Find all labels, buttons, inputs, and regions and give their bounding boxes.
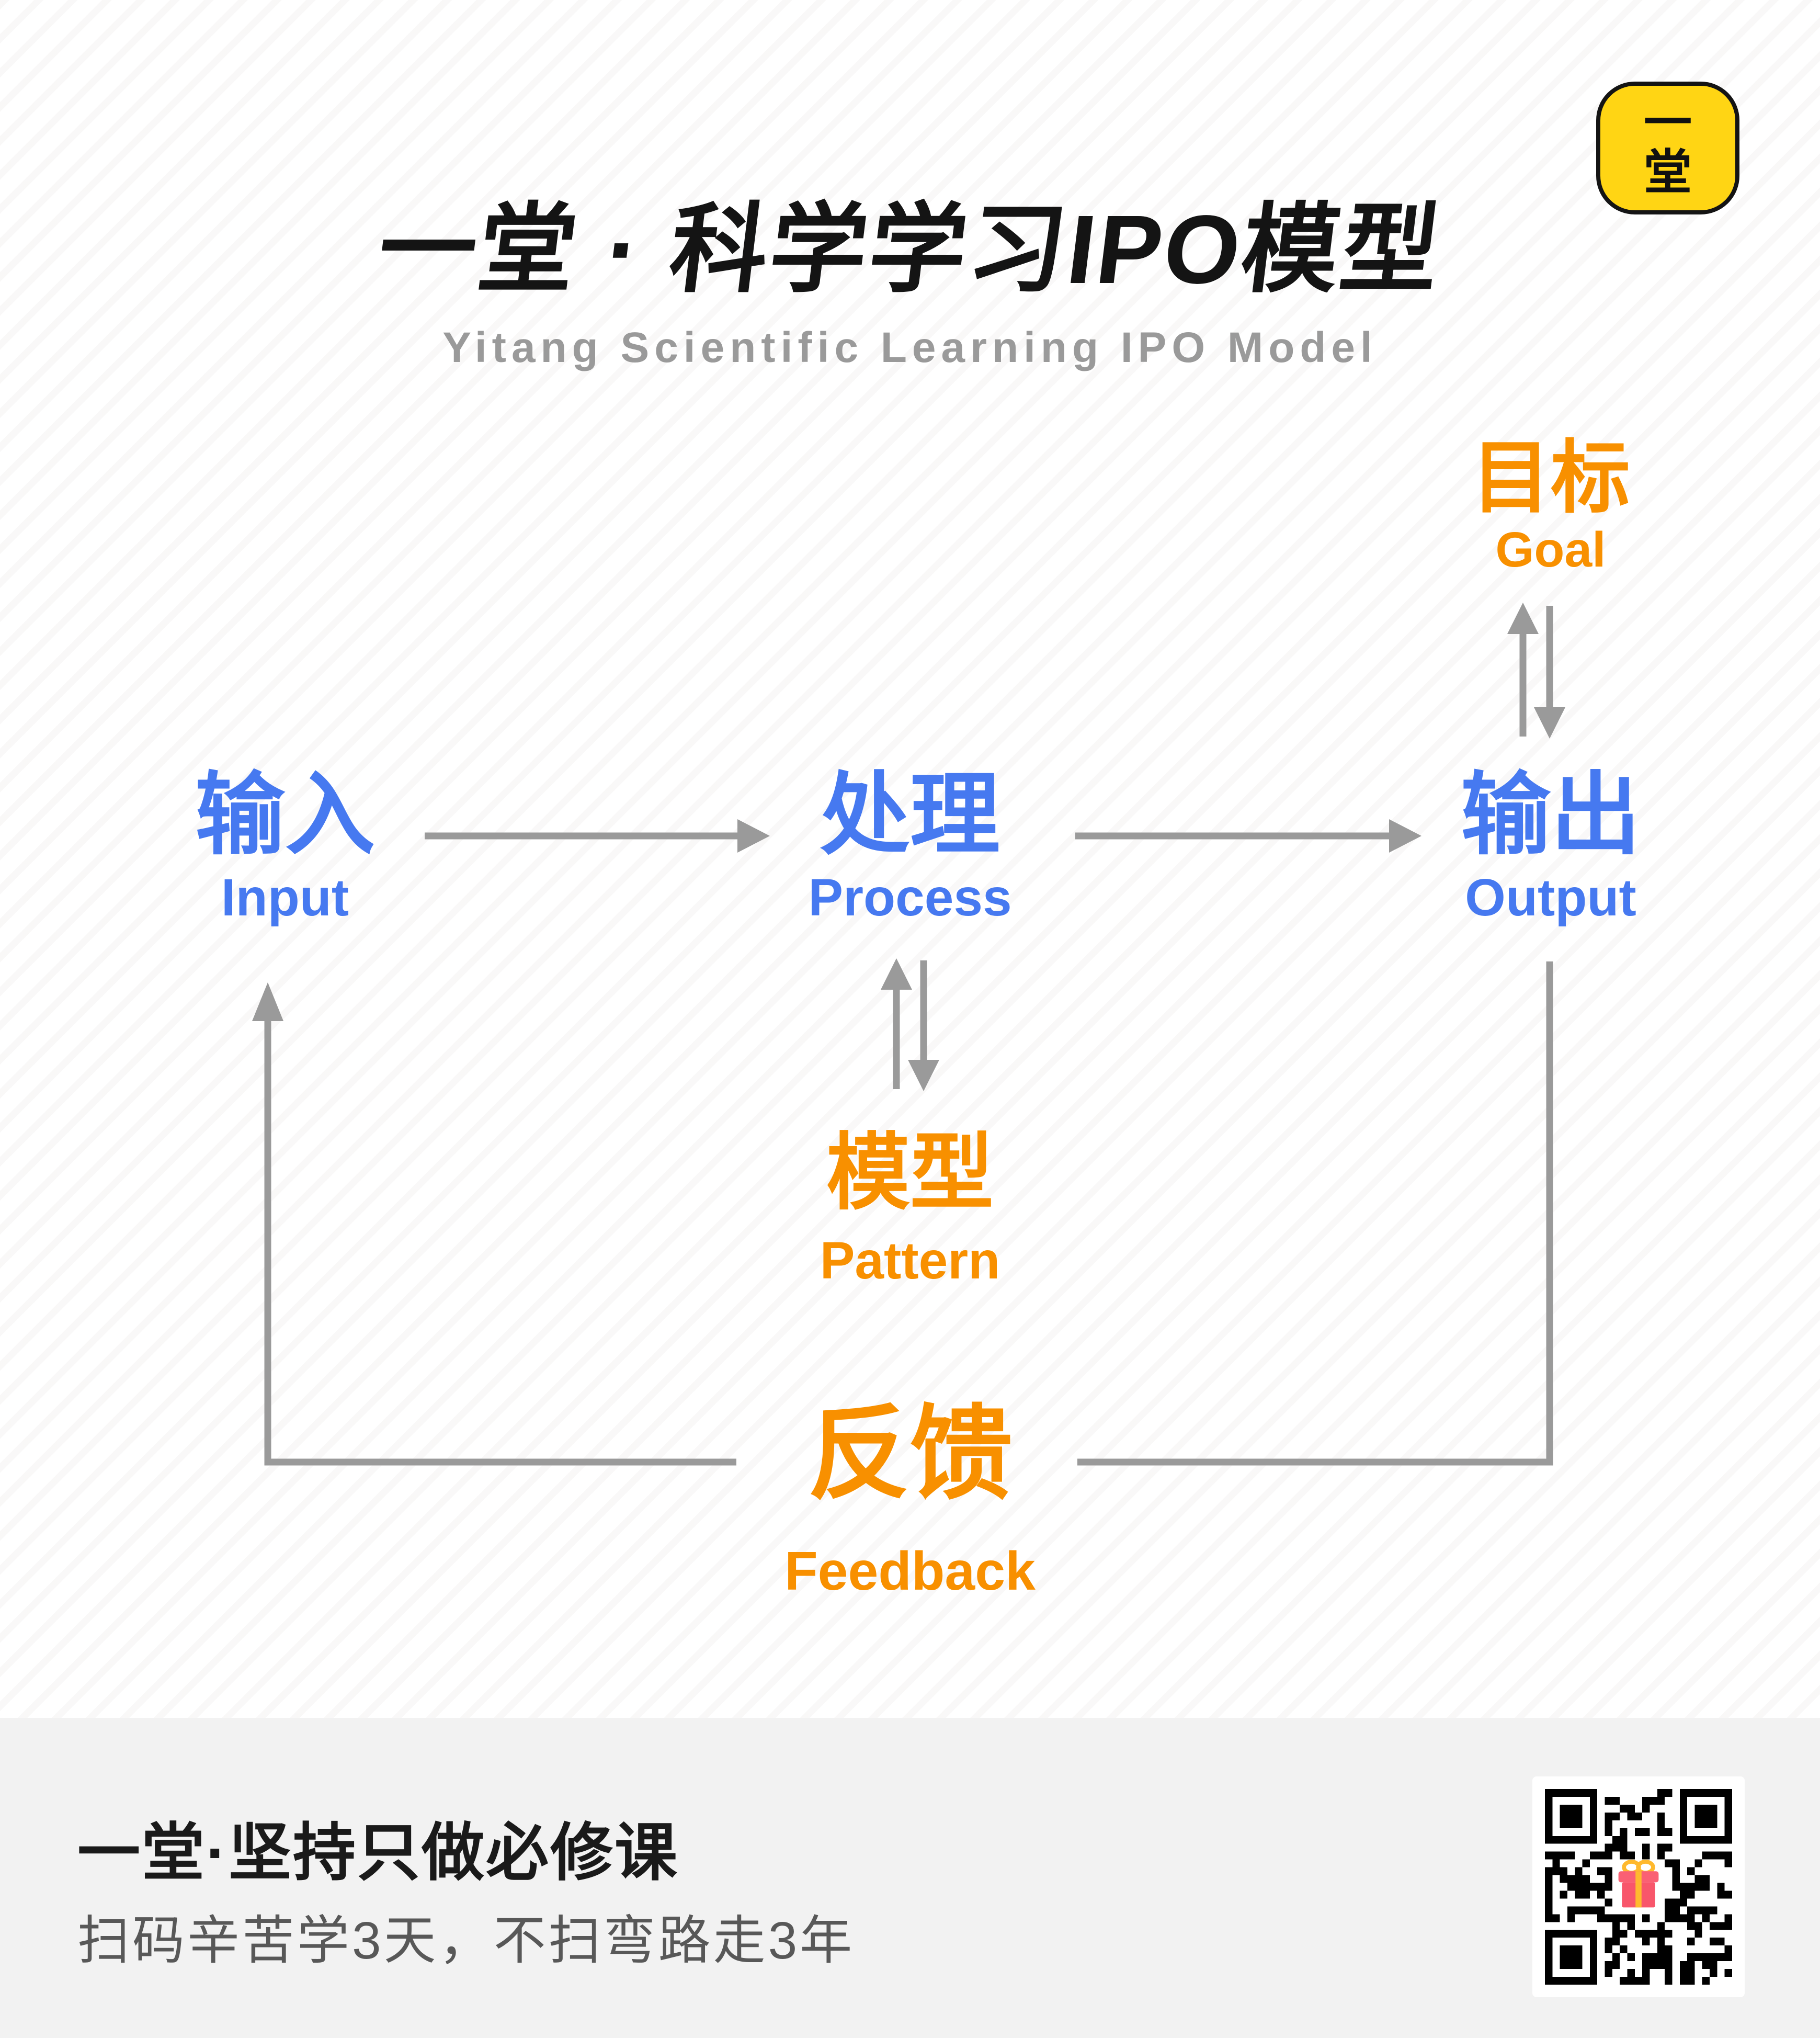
logo-char-bottom: 堂	[1643, 146, 1692, 199]
node-process-label-en: Process	[808, 868, 1012, 927]
node-input-label-en: Input	[221, 868, 349, 927]
node-feedback-label-en: Feedback	[784, 1541, 1036, 1602]
yitang-logo: 一 堂	[1596, 82, 1739, 214]
page-subtitle: Yitang Scientific Learning IPO Model	[442, 324, 1378, 371]
node-goal-label-zh: 目标	[1471, 434, 1630, 523]
feedback-loop-right	[1077, 961, 1553, 1466]
node-input-label-zh: 输入	[195, 765, 375, 865]
node-output-label-en: Output	[1465, 868, 1636, 927]
arrowhead-up-input	[252, 982, 283, 1021]
qr-modules	[1545, 1789, 1732, 1985]
arrowhead-up-process	[881, 958, 912, 990]
node-pattern: 模型 Pattern	[748, 1131, 1072, 1287]
arrowhead-up-goal	[1507, 603, 1539, 634]
node-process-label-zh: 处理	[820, 765, 1000, 865]
arrowhead-down-output	[1534, 707, 1565, 739]
footer-headline: 一堂·坚持只做必修课	[77, 1818, 679, 1888]
node-input: 输入 Input	[123, 770, 447, 924]
gift-icon	[1618, 1860, 1659, 1908]
node-goal-label-en: Goal	[1495, 522, 1606, 578]
node-process: 处理 Process	[748, 770, 1072, 924]
logo-char-top: 一	[1643, 96, 1692, 150]
arrowhead-down-pattern	[908, 1060, 939, 1091]
arrowhead-right-1	[737, 819, 770, 853]
node-feedback-label-zh: 反馈	[807, 1397, 1013, 1511]
node-output-label-zh: 输出	[1461, 765, 1641, 865]
arrowhead-right-2	[1389, 819, 1421, 853]
feedback-loop-left	[264, 1021, 736, 1466]
footer-subline: 扫码辛苦学3天，不扫弯路走3年	[77, 1911, 855, 1970]
node-goal: 目标 Goal	[1389, 438, 1713, 575]
node-feedback: 反馈 Feedback	[748, 1403, 1072, 1599]
node-pattern-label-en: Pattern	[820, 1231, 1000, 1290]
qr-code	[1532, 1776, 1745, 1997]
page-title: 一堂 · 科学学习IPO模型	[372, 196, 1448, 304]
node-output: 输出 Output	[1389, 770, 1713, 924]
footer-bar: 一堂·坚持只做必修课 扫码辛苦学3天，不扫弯路走3年	[0, 1718, 1820, 2038]
node-pattern-label-zh: 模型	[826, 1126, 994, 1219]
